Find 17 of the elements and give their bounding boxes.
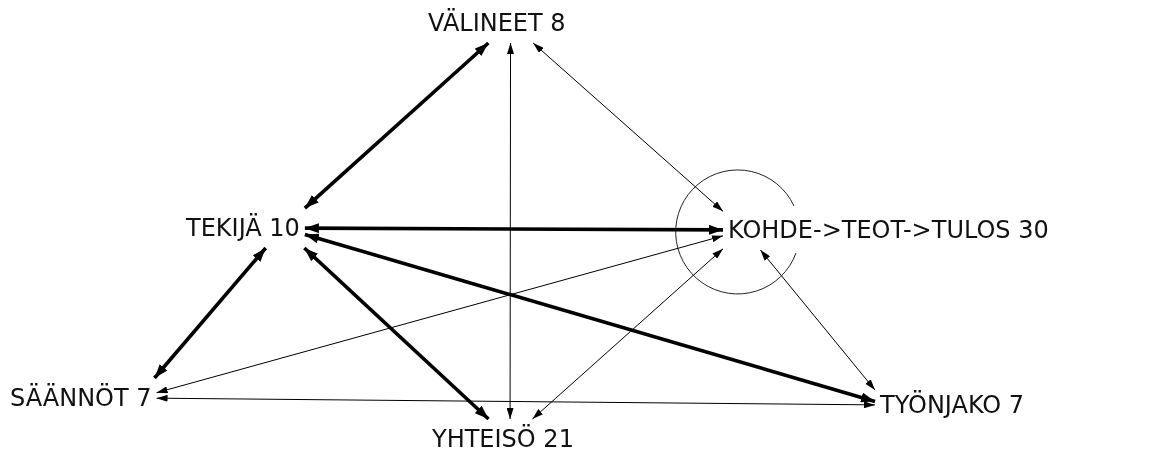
arrow	[531, 248, 724, 420]
arrow	[156, 394, 876, 409]
arrow	[304, 223, 723, 235]
arrow	[506, 42, 514, 420]
node-label: TYÖNJAKO 7	[880, 390, 1025, 420]
arrow	[303, 246, 490, 421]
node-label: YHTEISÖ 21	[432, 424, 574, 454]
arrow	[303, 41, 490, 210]
arrow	[759, 249, 876, 391]
node-label: VÄLINEET 8	[428, 8, 566, 38]
node-label: KOHDE->TEOT->TULOS 30	[728, 215, 1049, 245]
arrow	[304, 232, 876, 404]
node-label: SÄÄNNÖT 7	[10, 383, 152, 413]
arrow	[532, 42, 724, 212]
arrow	[156, 235, 724, 394]
arrow	[153, 246, 268, 380]
node-label: TEKIJÄ 10	[186, 213, 300, 243]
